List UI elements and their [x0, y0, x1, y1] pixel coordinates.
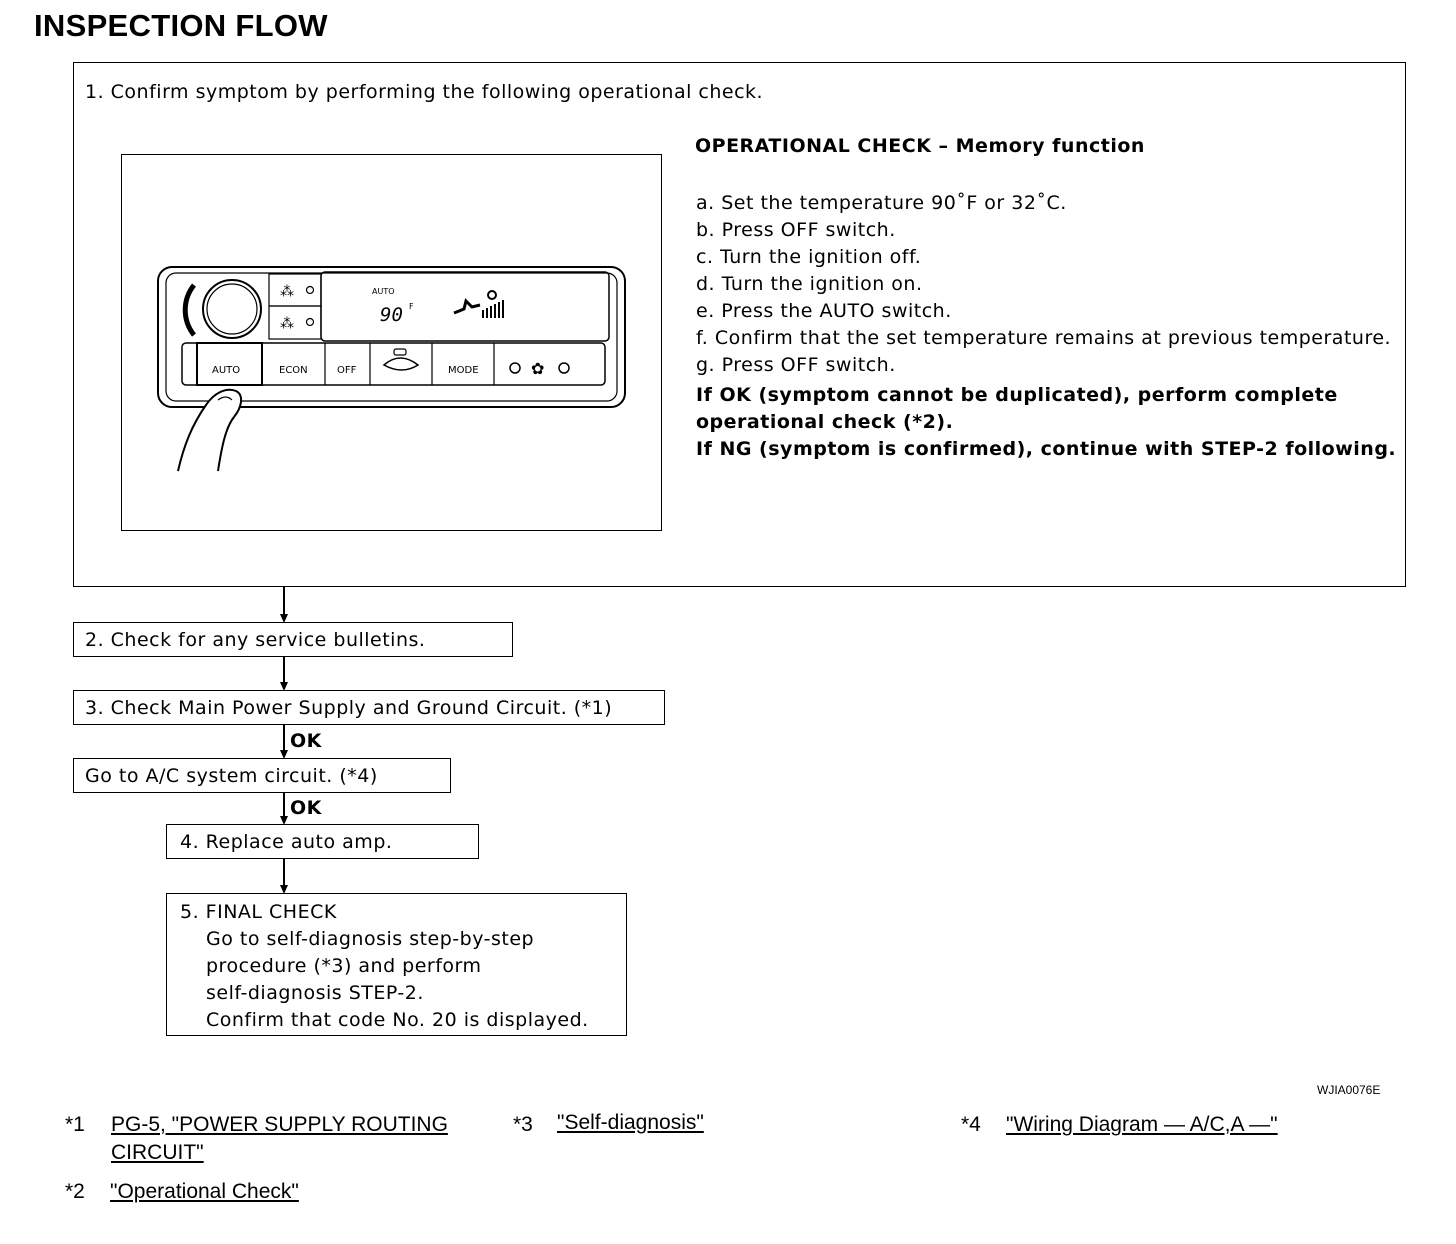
connector-4-5 [283, 859, 285, 886]
connector-3-ac [283, 725, 285, 751]
operational-check-title: OPERATIONAL CHECK – Memory function [695, 135, 1145, 157]
check-item-c: c. Turn the ignition off. [696, 246, 922, 268]
step5-line1: Go to self-diagnosis step-by-step [206, 928, 535, 950]
step5-line3: self-diagnosis STEP-2. [206, 982, 424, 1004]
check-item-f: f. Confirm that the set temperature rema… [696, 327, 1392, 349]
ref-1-link-line1[interactable]: PG-5, "POWER SUPPLY ROUTING [111, 1113, 448, 1136]
recirc-icon [382, 357, 420, 371]
arrow-3-ac [280, 750, 288, 759]
check-item-b: b. Press OFF switch. [696, 219, 896, 241]
display-temp: 90 [380, 304, 403, 326]
step4-text: 4. Replace auto amp. [180, 831, 393, 853]
fan-icon: ✿ [531, 359, 544, 378]
panel-button-mode: MODE [448, 365, 479, 376]
check-item-g: g. Press OFF switch. [696, 354, 896, 376]
panel-button-econ: ECON [279, 365, 308, 376]
panel-button-auto: AUTO [212, 365, 240, 376]
connector-1-2 [283, 587, 285, 615]
step5-line2: procedure (*3) and perform [206, 955, 482, 977]
result-ok-line2: operational check (*2). [696, 411, 954, 433]
ref-2-link[interactable]: "Operational Check" [110, 1180, 299, 1203]
ref-3-mark: *3 [513, 1113, 533, 1136]
step3-box: 3. Check Main Power Supply and Ground Ci… [73, 690, 665, 725]
check-item-e: e. Press the AUTO switch. [696, 300, 952, 322]
arrow-4-5 [280, 885, 288, 894]
arrow-2-3 [280, 682, 288, 691]
step2-text: 2. Check for any service bulletins. [85, 629, 426, 651]
step1-text: 1. Confirm symptom by performing the fol… [85, 81, 764, 103]
step4-box: 4. Replace auto amp. [166, 824, 479, 859]
ok-label-1: OK [290, 730, 322, 752]
result-ok-line1: If OK (symptom cannot be duplicated), pe… [696, 384, 1338, 406]
ref-1-link-line2[interactable]: CIRCUIT" [111, 1141, 204, 1164]
ref-1-mark: *1 [65, 1113, 85, 1136]
figure-code: WJIA0076E [1317, 1083, 1381, 1097]
ref-4-mark: *4 [961, 1113, 981, 1136]
ref-4-link[interactable]: "Wiring Diagram — A/C,A —" [1006, 1113, 1278, 1136]
step5-box: 5. FINAL CHECK Go to self-diagnosis step… [166, 893, 627, 1036]
arrow-1-2 [280, 614, 288, 623]
step5-heading: 5. FINAL CHECK [180, 901, 337, 923]
panel-button-off: OFF [337, 365, 357, 376]
control-panel-svg: ⁂ ⁂ AUTO 90 F AUTO [157, 266, 626, 472]
ok-label-2: OK [290, 797, 322, 819]
fan-up-icon [558, 362, 570, 374]
svg-text:⁂: ⁂ [280, 284, 294, 300]
go-ac-box: Go to A/C system circuit. (*4) [73, 758, 451, 793]
ref-2-mark: *2 [65, 1180, 85, 1203]
page-title: INSPECTION FLOW [34, 8, 328, 43]
display-unit: F [409, 302, 414, 311]
connector-ac-4 [283, 793, 285, 817]
step5-line4: Confirm that code No. 20 is displayed. [206, 1009, 589, 1031]
check-item-d: d. Turn the ignition on. [696, 273, 923, 295]
go-ac-text: Go to A/C system circuit. (*4) [85, 765, 378, 787]
control-panel-illustration: ⁂ ⁂ AUTO 90 F AUTO [121, 154, 662, 531]
arrow-ac-4 [280, 816, 288, 825]
step3-text: 3. Check Main Power Supply and Ground Ci… [85, 697, 613, 719]
fan-down-icon [509, 362, 521, 374]
connector-2-3 [283, 657, 285, 683]
step1-box: 1. Confirm symptom by performing the fol… [73, 62, 1406, 587]
result-ng-line: If NG (symptom is confirmed), continue w… [696, 438, 1397, 460]
check-item-a: a. Set the temperature 90˚F or 32˚C. [696, 192, 1067, 214]
finger-icon [177, 388, 242, 472]
svg-text:⁂: ⁂ [280, 316, 294, 332]
step2-box: 2. Check for any service bulletins. [73, 622, 513, 657]
display-mode: AUTO [372, 287, 395, 296]
ref-3-link[interactable]: "Self-diagnosis" [557, 1111, 704, 1134]
